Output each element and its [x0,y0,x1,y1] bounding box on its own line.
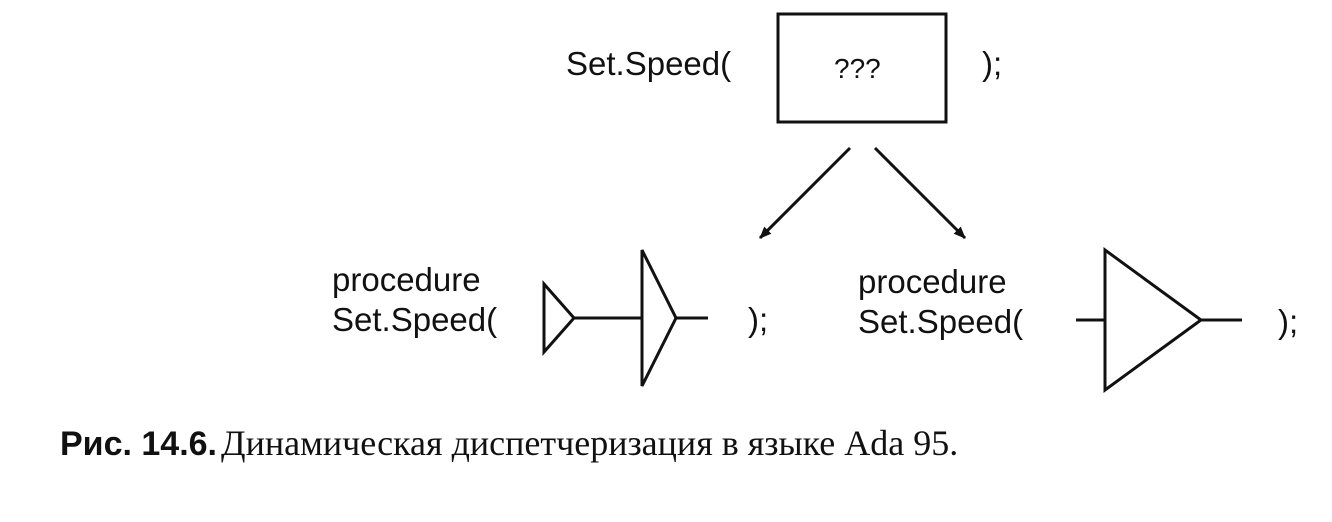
top-call-prefix: Set.Speed( [566,45,732,82]
arrow-right [873,146,967,240]
left-parameter-shape [542,249,708,387]
left-procedure-keyword: procedure [332,261,481,298]
large-triangle-right [1103,247,1204,393]
caption-number: Рис. 14.6. [60,425,218,463]
unknown-type-box [776,12,948,124]
top-call-suffix: ); [982,45,1003,82]
left-procedure-suffix: ); [748,301,769,338]
right-procedure-keyword: procedure [858,263,1007,300]
right-procedure-name: Set.Speed( [858,303,1024,340]
large-triangle-left [640,249,678,387]
caption-text: Динамическая диспетчеризация в языке Ada… [221,423,959,463]
left-procedure-name: Set.Speed( [332,301,498,338]
small-triangle [542,280,577,356]
box-question-text: ??? [834,53,881,84]
figure-caption: Рис. 14.6. Динамическая диспетчеризация … [60,422,958,464]
right-procedure-suffix: ); [1278,303,1299,340]
arrow-left [758,146,852,240]
right-parameter-shape [1076,247,1242,393]
